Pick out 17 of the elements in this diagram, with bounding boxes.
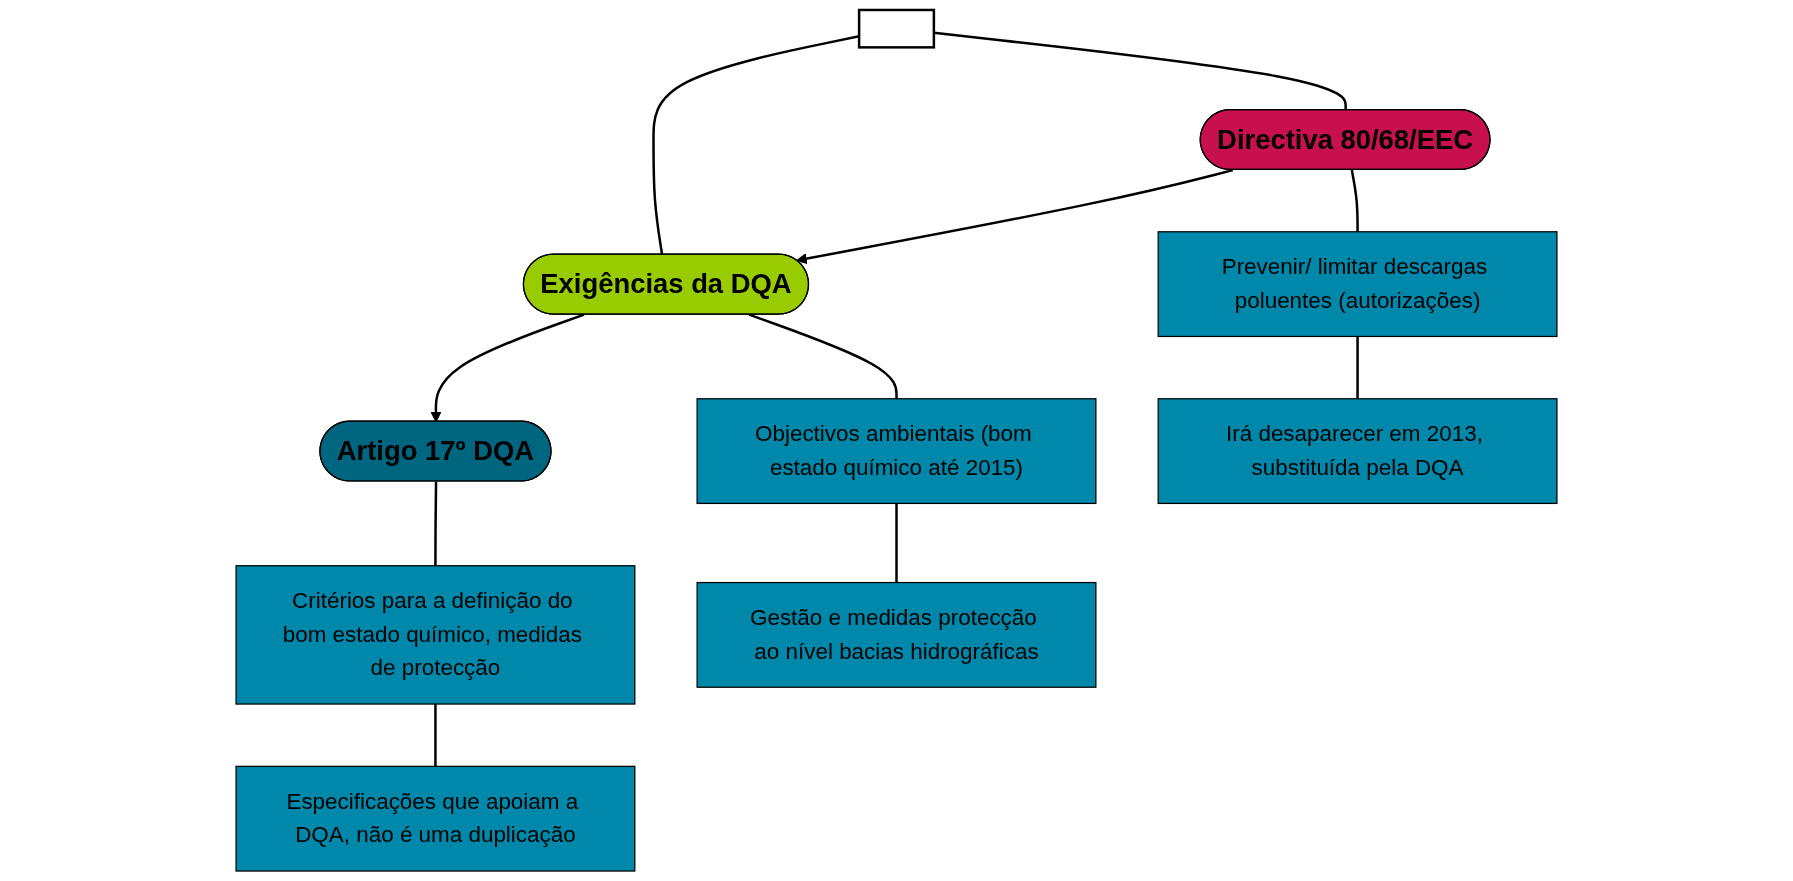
connector <box>748 313 898 399</box>
connector <box>933 31 1347 111</box>
node-box: Especificações que apoiam a DQA, não é uma duplicação <box>235 765 636 872</box>
node-box: Prevenir/ limitar descargas poluentes (autorizações) <box>1157 231 1558 338</box>
connector <box>652 35 860 256</box>
arrow <box>796 168 1234 265</box>
node-box: Gestão e medidas protecção ao nível bacias hidrográficas <box>696 581 1097 688</box>
connector <box>1356 336 1359 399</box>
connector <box>434 481 438 566</box>
node-box <box>857 8 936 49</box>
node-box: Objectivos ambientais (bom estado químico até 2015) <box>696 398 1097 505</box>
connector <box>434 704 437 767</box>
node-box: Critérios para a definição do bom estado químico, medidas de protecção <box>235 565 636 705</box>
connector <box>895 503 898 583</box>
node-box: Irá desaparecer em 2013, substituída pela DQA <box>1157 398 1558 505</box>
connector <box>1350 169 1359 232</box>
arrow <box>430 313 585 423</box>
